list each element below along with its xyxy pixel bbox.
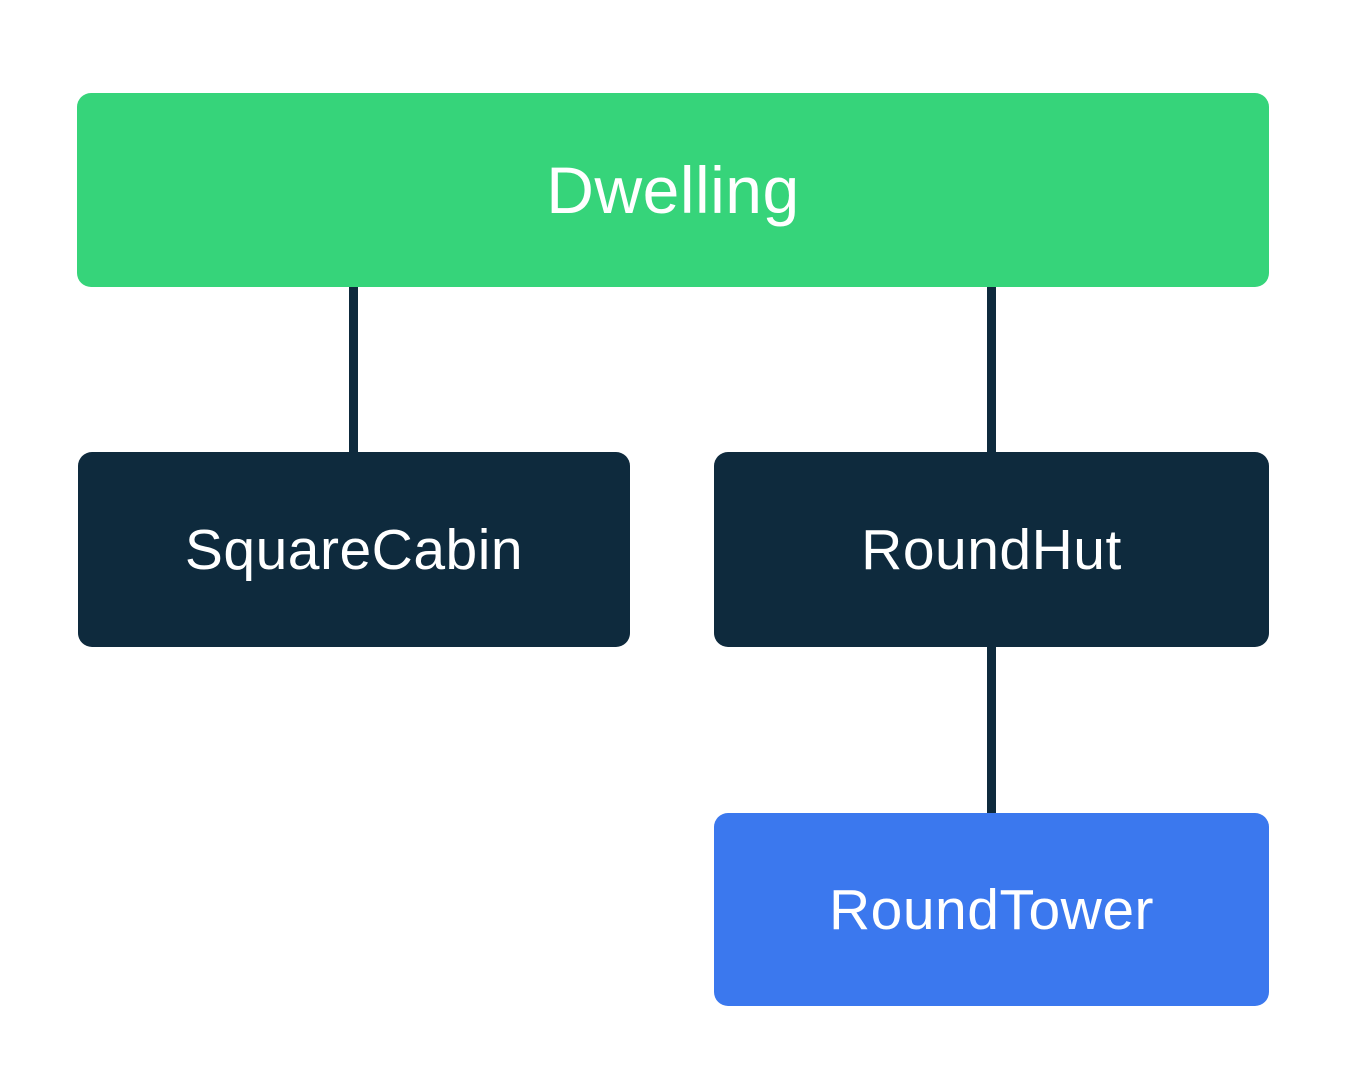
node-dwelling-label: Dwelling bbox=[546, 153, 800, 227]
node-roundtower: RoundTower bbox=[714, 813, 1269, 1006]
node-squarecabin-label: SquareCabin bbox=[184, 517, 524, 582]
node-squarecabin: SquareCabin bbox=[78, 452, 630, 647]
edge-dwelling-squarecabin bbox=[349, 287, 358, 452]
edge-dwelling-roundhut bbox=[987, 287, 996, 452]
edge-roundhut-roundtower bbox=[987, 647, 996, 813]
node-roundhut-label: RoundHut bbox=[861, 517, 1122, 582]
node-dwelling: Dwelling bbox=[77, 93, 1269, 287]
node-roundtower-label: RoundTower bbox=[828, 877, 1154, 942]
node-roundhut: RoundHut bbox=[714, 452, 1269, 647]
